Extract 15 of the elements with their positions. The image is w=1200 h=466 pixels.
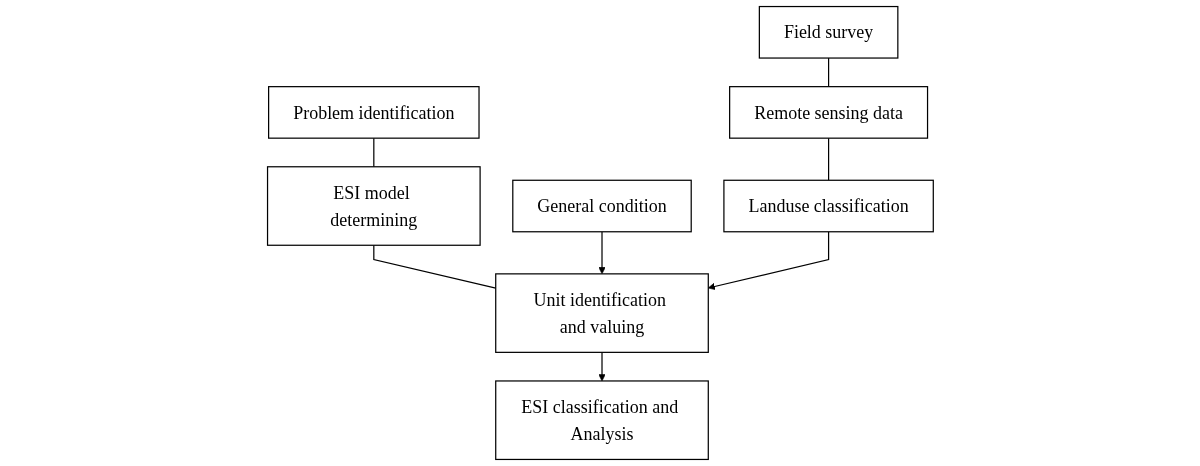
node-box: Problem identification (267, 86, 480, 139)
arrow (598, 351, 606, 382)
arrow (598, 231, 606, 275)
node-box: ESI model determining (266, 166, 481, 246)
connector (372, 137, 374, 168)
node-box: Remote sensing data (728, 86, 928, 139)
node-box: Field survey (758, 5, 899, 59)
connector (827, 137, 829, 181)
connector (827, 57, 829, 88)
connector (372, 244, 496, 289)
node-box: General condition (511, 179, 692, 233)
node-box: Landuse classification (722, 179, 934, 233)
node-box: ESI classification and Analysis (494, 380, 709, 461)
node-box: Unit identification and valuing (494, 273, 709, 353)
arrow (707, 231, 829, 290)
